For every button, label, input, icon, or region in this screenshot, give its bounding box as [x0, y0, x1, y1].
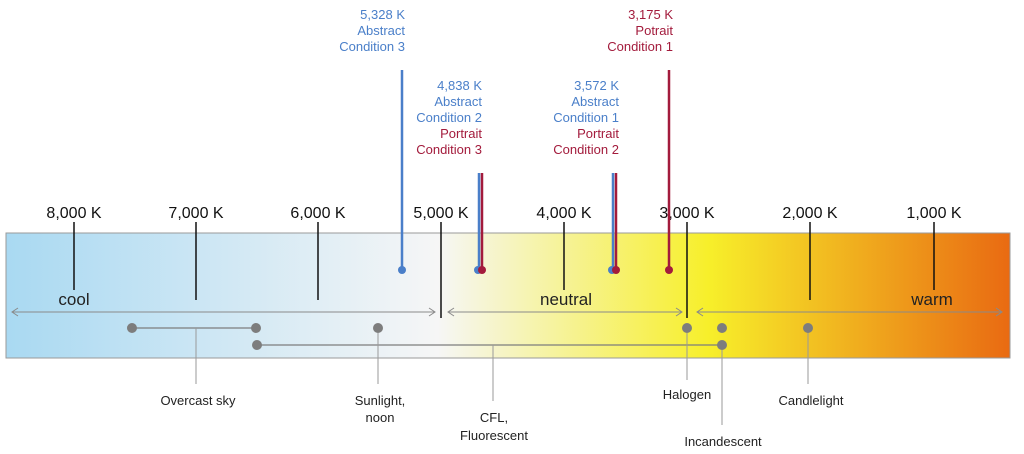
- source-label-incandescent: Incandescent: [684, 434, 762, 449]
- kelvin-scale: 8,000 K 7,000 K 6,000 K 5,000 K 4,000 K …: [46, 205, 962, 318]
- annotation-abstract-3-line-1: 5,328 K: [360, 7, 405, 22]
- region-label-neutral: neutral: [540, 290, 592, 309]
- source-label-candlelight: Candlelight: [778, 393, 843, 408]
- tick-label-5000: 5,000 K: [413, 205, 468, 222]
- region-label-warm: warm: [910, 290, 953, 309]
- region-label-cool: cool: [58, 290, 89, 309]
- annotation-portrait-3-line-1: Portrait: [440, 126, 482, 141]
- candlelight-dot: [803, 323, 813, 333]
- annotation-abstract-3-line-3: Condition 3: [339, 39, 405, 54]
- halogen-dot: [682, 323, 692, 333]
- overcast-sky-end-dot: [251, 323, 261, 333]
- source-label-cfl-2: Fluorescent: [460, 428, 528, 443]
- marker-portrait-2-dot: [612, 266, 620, 274]
- tick-label-1000: 1,000 K: [906, 205, 961, 222]
- region-ranges: cool neutral warm: [11, 290, 1003, 317]
- marker-annotations: 5,328 K Abstract Condition 3 4,838 K Abs…: [339, 7, 673, 157]
- cfl-start-dot: [252, 340, 262, 350]
- condition-markers: [398, 70, 673, 274]
- source-label-sunlight-noon-1: Sunlight,: [355, 393, 406, 408]
- source-label-halogen: Halogen: [663, 387, 711, 402]
- overcast-sky-start-dot: [127, 323, 137, 333]
- warm-range-arrow: [696, 307, 1003, 317]
- light-sources: Overcast sky Sunlight, noon CFL, Fluores…: [127, 323, 844, 449]
- annotation-portrait-2-line-2: Condition 2: [553, 142, 619, 157]
- marker-portrait-1-dot: [665, 266, 673, 274]
- annotation-portrait-1-line-1: 3,175 K: [628, 7, 673, 22]
- source-label-overcast-sky: Overcast sky: [160, 393, 236, 408]
- cfl-end-dot: [717, 340, 727, 350]
- annotation-abstract-1-line-3: Condition 1: [553, 110, 619, 125]
- annotation-portrait-3-line-2: Condition 3: [416, 142, 482, 157]
- cool-range-arrow: [11, 307, 436, 317]
- source-label-cfl-1: CFL,: [480, 410, 508, 425]
- marker-portrait-3-dot: [478, 266, 486, 274]
- annotation-portrait-1-line-3: Condition 1: [607, 39, 673, 54]
- annotation-abstract-1-line-1: 3,572 K: [574, 78, 619, 93]
- tick-label-6000: 6,000 K: [290, 205, 345, 222]
- annotation-portrait-2-line-1: Portrait: [577, 126, 619, 141]
- annotation-abstract-2-line-1: 4,838 K: [437, 78, 482, 93]
- incandescent-dot: [717, 323, 727, 333]
- annotation-abstract-2-line-3: Condition 2: [416, 110, 482, 125]
- marker-abstract-3-dot: [398, 266, 406, 274]
- neutral-range-arrow: [447, 307, 683, 317]
- tick-label-2000: 2,000 K: [782, 205, 837, 222]
- annotation-portrait-1-line-2: Potrait: [635, 23, 673, 38]
- tick-label-3000: 3,000 K: [659, 205, 714, 222]
- annotation-abstract-3-line-2: Abstract: [357, 23, 405, 38]
- sunlight-noon-dot: [373, 323, 383, 333]
- annotation-abstract-2-line-2: Abstract: [434, 94, 482, 109]
- tick-label-4000: 4,000 K: [536, 205, 591, 222]
- tick-label-7000: 7,000 K: [168, 205, 223, 222]
- kelvin-gradient-bar: [5, 232, 1011, 359]
- tick-label-8000: 8,000 K: [46, 205, 101, 222]
- annotation-abstract-1-line-2: Abstract: [571, 94, 619, 109]
- source-label-sunlight-noon-2: noon: [366, 410, 395, 425]
